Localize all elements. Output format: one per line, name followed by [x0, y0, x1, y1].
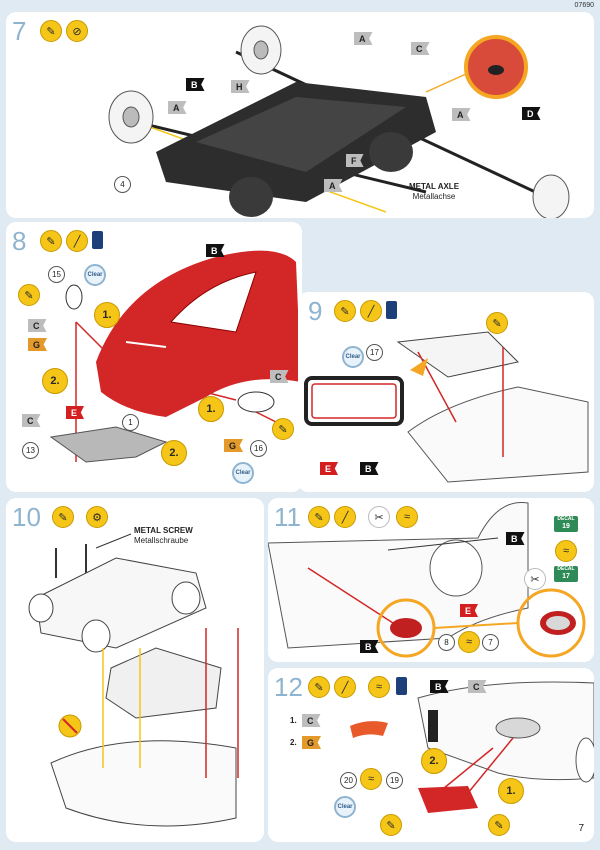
seq-label: 1. [290, 716, 297, 726]
assembly-illustration [6, 498, 264, 842]
clear-paint-icon: Clear [334, 796, 356, 818]
seq-label: 2. [290, 738, 297, 748]
part-number: 17 [366, 344, 383, 361]
step-9-panel: 9 ✎ ╱ Clear 17 ✎ E B [298, 292, 594, 492]
catalog-code: 07690 [575, 2, 594, 9]
clear-paint-icon: Clear [342, 346, 364, 368]
step-12-panel: 12 ✎ ╱ ≈ B C 1. C 2. G 2. 20 ≈ 19 1. Cle… [268, 668, 594, 842]
wheel [533, 175, 569, 218]
part-number: 19 [386, 772, 403, 789]
water-icon: ≈ [360, 768, 382, 790]
sequence-step-1: 1. [198, 396, 224, 422]
chassis-illustration [6, 12, 594, 218]
sequence-step-2: 2. [421, 748, 447, 774]
metal-axle-label: METAL AXLE Metallachse [394, 182, 474, 202]
sequence-step-2: 2. [42, 368, 68, 394]
water-icon: ≈ [458, 631, 480, 653]
part-number: 7 [482, 634, 499, 651]
glue-icon: ✎ [272, 418, 294, 440]
part-number: 15 [48, 266, 65, 283]
step-8-panel: 8 ✎ ╱ B 15 Clear ✎ C G 1. 2. E 1 1. C ✎ … [6, 222, 302, 492]
water-icon: ≈ [555, 540, 577, 562]
page-number: 7 [578, 823, 584, 834]
sequence-step-2: 2. [161, 440, 187, 466]
clear-paint-icon: Clear [232, 462, 254, 484]
step-10-panel: 10 ✎ ⚙ METAL SCREW Metallschraube [6, 498, 264, 842]
glue-icon: ✎ [486, 312, 508, 334]
glue-icon: ✎ [18, 284, 40, 306]
metal-screw-label: METAL SCREW Metallschraube [134, 526, 214, 546]
step-7-panel: 7 ✎ ⊘ A C D B H A A F A 4 METAL AXLE Met… [6, 12, 594, 218]
part-number: 16 [250, 440, 267, 457]
glue-icon: ✎ [380, 814, 402, 836]
clear-paint-icon: Clear [84, 264, 106, 286]
part-number: 1 [122, 414, 139, 431]
part-number: 20 [340, 772, 357, 789]
part-number: 8 [438, 634, 455, 651]
glue-icon: ✎ [488, 814, 510, 836]
windshield-illustration [298, 292, 594, 492]
scissors-icon: ✂ [524, 568, 546, 590]
part-number: 13 [22, 442, 39, 459]
sequence-step-1: 1. [498, 778, 524, 804]
part-number: 4 [114, 176, 131, 193]
sequence-step-1: 1. [94, 302, 120, 328]
